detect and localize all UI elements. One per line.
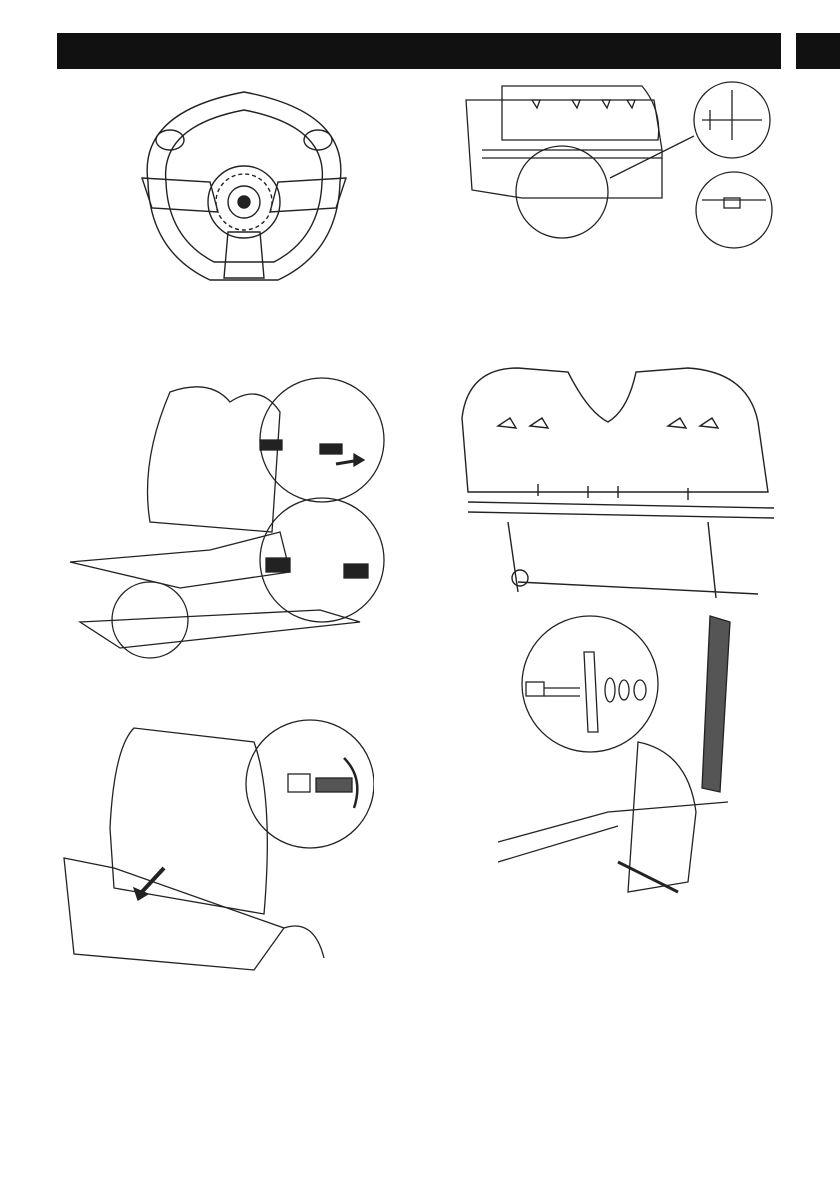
steering-wheel-icon [128,82,360,290]
figure-seat-lever [54,718,374,976]
rear-rack-bolt-icon [462,80,780,250]
page-number-tab [796,33,840,69]
seat-back-bracket-icon [458,362,774,606]
figure-seat-back-frame [458,362,774,606]
figure-seat-rails [60,372,396,662]
figure-rear-rack [462,80,780,250]
seat-adjust-lever-icon [54,718,374,976]
figure-seat-belt-mount [488,612,750,910]
section-header-bar [57,33,781,69]
figure-steering-wheel [128,82,360,290]
seat-belt-bolt-icon [488,612,750,910]
seat-rail-slide-icon [60,372,396,662]
